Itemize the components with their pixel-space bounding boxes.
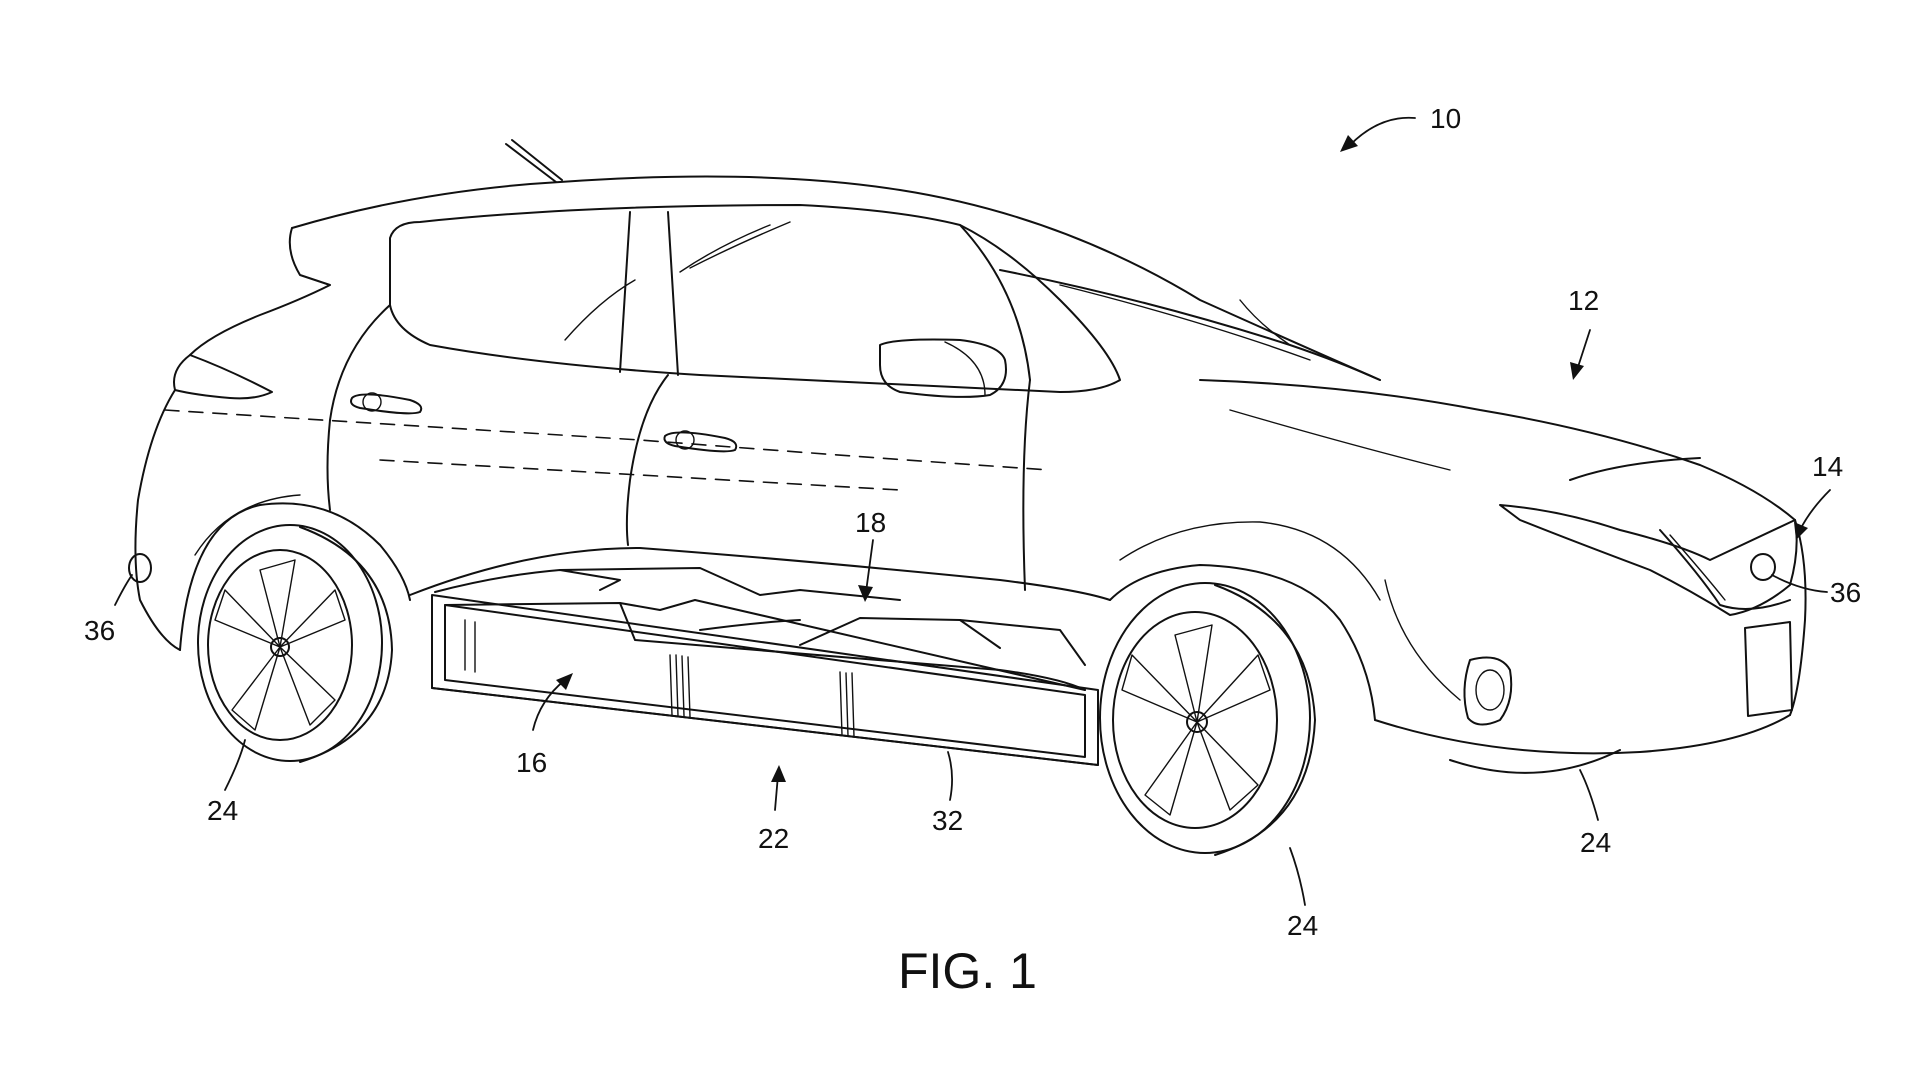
front-door-front-edge (1022, 379, 1031, 591)
windscreen-edge (1239, 299, 1291, 346)
battery-module-joint (699, 619, 801, 631)
side-window-frame (389, 204, 1121, 393)
label-wheel-front-near: 24 (1287, 910, 1318, 941)
label-front-lamp: 36 (1830, 577, 1861, 608)
front-arch-lip (1119, 521, 1381, 601)
rear-door-handle (350, 393, 423, 415)
figure-caption: FIG. 1 (898, 943, 1037, 999)
front-nose (1789, 519, 1807, 716)
front-grille (1659, 529, 1791, 610)
front-door-lock (675, 430, 695, 450)
rear-door-lock (362, 392, 382, 412)
fog-lamp (1463, 656, 1513, 726)
battery-modules-step (619, 602, 1086, 691)
tray-end-wall (464, 619, 476, 673)
b-pillar (619, 211, 679, 376)
rear-arch-lip (194, 494, 301, 556)
windscreen-reflection (1059, 284, 1311, 361)
front-door-handle (663, 431, 738, 453)
battery-tray-inner (444, 604, 1086, 758)
door-split (625, 374, 669, 546)
label-rear-lamp: 36 (84, 615, 115, 646)
wheel-front-near (1099, 582, 1316, 856)
rear-window-reflection (564, 279, 636, 341)
label-wheel-rear-near: 24 (207, 795, 238, 826)
rear-lamp (128, 553, 152, 583)
front-wheel-arch (1109, 564, 1376, 721)
tray-rail (431, 687, 1099, 766)
label-battery-modules: 18 (855, 507, 886, 538)
battery-pack (431, 567, 1099, 766)
roof-line (291, 175, 1381, 381)
front-lamp (1750, 553, 1776, 581)
far-front-wheel (1449, 749, 1621, 774)
hood-vent (1569, 457, 1701, 481)
character-line-upper (164, 409, 1051, 471)
label-front: 14 (1812, 451, 1843, 482)
battery-modules-rear (434, 567, 901, 601)
module-top-edge (444, 599, 1086, 691)
a-pillar (959, 224, 1031, 381)
windscreen-base (999, 269, 1381, 381)
battery-module-front-b (959, 619, 1086, 666)
label-vehicle: 10 (1430, 103, 1461, 134)
rear-wheel-arch (179, 502, 411, 651)
side-mirror (879, 338, 1007, 398)
headlight (1499, 504, 1798, 616)
module-divider-a (669, 654, 691, 718)
rear-bumper (134, 389, 181, 651)
label-battery-tray: 22 (758, 823, 789, 854)
rear-light-cluster (174, 354, 273, 400)
leader-lines (114, 116, 1831, 906)
character-line-lower (379, 459, 901, 491)
antenna (505, 139, 563, 183)
battery-module-front-a (799, 617, 1001, 649)
front-bumper-bottom (1374, 714, 1791, 755)
label-battery-pack: 16 (516, 747, 547, 778)
label-tray-rail: 32 (932, 805, 963, 836)
front-fender-line (1384, 579, 1461, 701)
front-window-reflection (679, 221, 791, 273)
mirror-detail (944, 341, 986, 396)
label-wheel-front-far: 24 (1580, 827, 1611, 858)
hood-line (1199, 379, 1796, 521)
front-bumper-intake (1744, 621, 1793, 717)
label-body: 12 (1568, 285, 1599, 316)
reference-labels: 10 12 14 18 16 22 32 36 36 24 24 24 (84, 103, 1861, 941)
module-divider-b (839, 671, 855, 738)
wheel-rear-near (197, 524, 393, 763)
side-sill (409, 547, 1111, 601)
hood-crease (1229, 409, 1451, 471)
fog-lamp-lens (1475, 669, 1505, 711)
tailgate (173, 227, 331, 391)
grille-inner (1669, 534, 1726, 601)
battery-tray-outer (431, 594, 1099, 766)
vehicle-body (128, 139, 1807, 774)
rear-door-rear-edge (326, 304, 391, 511)
